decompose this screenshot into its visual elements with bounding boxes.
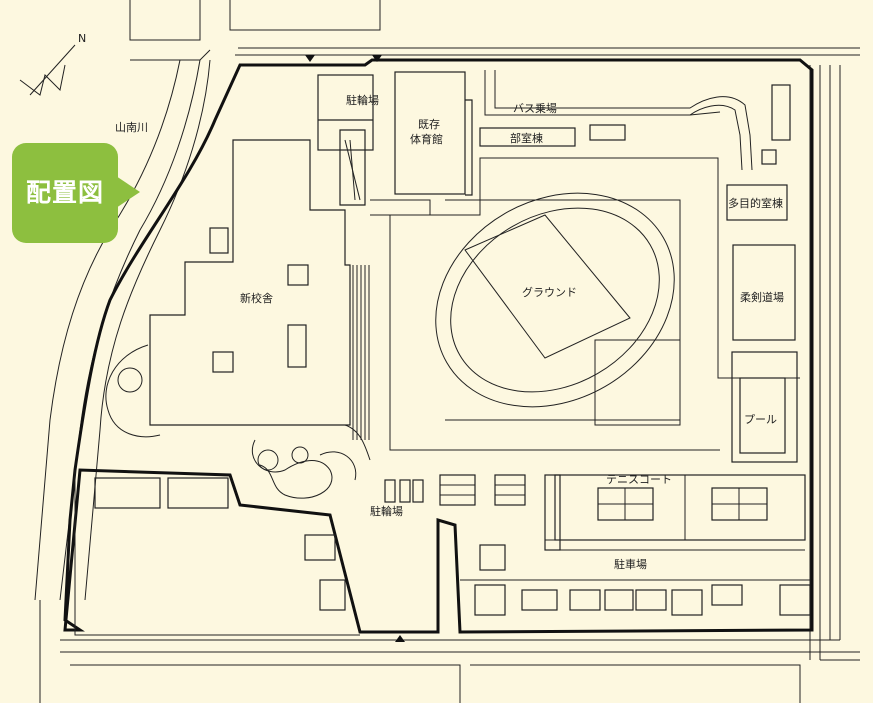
club-room-building — [479, 127, 576, 147]
pool-label: プール — [744, 413, 777, 426]
new-school-label: 新校舎 — [240, 291, 273, 305]
bus-stop-label: バス乗場 — [513, 102, 557, 115]
ground-track — [372, 157, 800, 451]
north-label: N — [78, 32, 86, 45]
multipurpose-room-label: 多目的室棟 — [728, 196, 783, 210]
bike-parking-top-label: 駐輪場 — [346, 93, 379, 107]
judo-kendo-hall — [732, 244, 796, 341]
corridor-stripes — [352, 265, 370, 440]
existing-gym-label: 既存 — [418, 117, 440, 131]
judo-kendo-hall-label: 柔剣道場 — [740, 290, 784, 304]
parking-area — [384, 474, 810, 581]
badge-label: 配置図 — [25, 178, 104, 207]
layout-plan-badge: 配置図 — [12, 143, 118, 243]
bike-parking-bottom-label: 駐輪場 — [370, 504, 403, 518]
ground-label: グラウンド — [522, 285, 577, 299]
garden — [105, 344, 357, 499]
existing-gym-label-2: 体育館 — [410, 132, 443, 146]
badge-arrow — [116, 176, 140, 208]
new-school-building — [149, 139, 351, 426]
roads — [39, 0, 860, 703]
tennis-court-label: テニスコート — [606, 473, 672, 486]
neighbor-houses — [94, 477, 811, 616]
club-room-label: 部室棟 — [510, 131, 543, 145]
river-banks — [34, 59, 211, 601]
entrance-marker — [395, 635, 405, 642]
compass-icon: N — [19, 32, 86, 96]
river-label: 山南川 — [115, 121, 148, 134]
multipurpose-building — [726, 184, 788, 221]
existing-gym — [394, 71, 466, 195]
entrance-marker — [305, 55, 315, 62]
pool — [739, 377, 786, 454]
tennis-courts — [554, 474, 806, 541]
entrance-marker — [372, 55, 382, 62]
site-boundary — [63, 58, 814, 634]
car-parking-label: 駐車場 — [614, 557, 647, 571]
